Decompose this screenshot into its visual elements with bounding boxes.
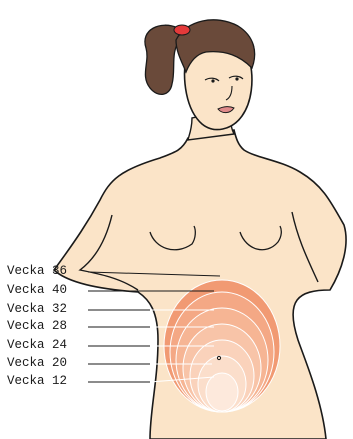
label-week-20: Vecka 20	[7, 357, 67, 370]
label-week-36: Vecka 36	[7, 265, 67, 278]
hair-band	[174, 25, 190, 35]
label-week-40: Vecka 40	[7, 284, 67, 297]
label-week-24: Vecka 24	[7, 339, 67, 352]
label-week-32: Vecka 32	[7, 303, 67, 316]
hair-ponytail	[145, 25, 180, 94]
label-week-28: Vecka 28	[7, 320, 67, 333]
ring-week-12	[206, 373, 238, 411]
label-week-12: Vecka 12	[7, 375, 67, 388]
